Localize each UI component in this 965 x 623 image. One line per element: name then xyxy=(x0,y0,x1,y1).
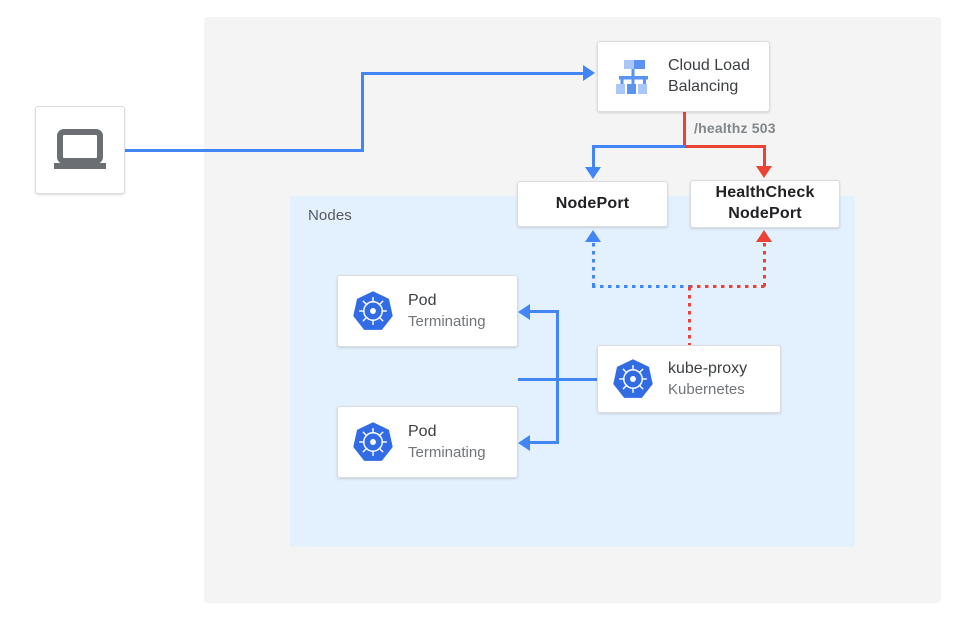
lb-subtitle: Balancing xyxy=(668,77,739,95)
nodeport-node[interactable]: NodePort xyxy=(517,181,668,227)
edge-client-to-lb-segment-v xyxy=(361,73,364,152)
laptop-icon xyxy=(52,128,108,172)
kubernetes-icon xyxy=(352,421,394,463)
edge-lb-to-nodeport-arrowhead xyxy=(585,167,601,179)
pod-2-title: Pod xyxy=(408,423,437,441)
kube-proxy-label: kube-proxy Kubernetes xyxy=(668,359,747,399)
edge-client-to-lb-segment-h2 xyxy=(361,72,583,75)
nodes-panel-label: Nodes xyxy=(308,207,352,224)
pod-2-status: Terminating xyxy=(408,443,486,461)
edge-kubeproxy-to-pod1-h xyxy=(530,310,559,313)
lb-title: Cloud Load xyxy=(668,57,750,75)
edge-client-to-lb-segment-h1 xyxy=(125,149,364,152)
pod-2-label: Pod Terminating xyxy=(408,422,486,462)
edge-kubeproxy-to-healthcheck-arrowhead xyxy=(756,230,772,242)
healthcheck-nodeport-label: HealthCheck NodePort xyxy=(691,183,839,225)
cloud-load-balancing-label: Cloud Load Balancing xyxy=(668,56,750,97)
kube-proxy-title: kube-proxy xyxy=(668,360,748,378)
edge-lb-split-left xyxy=(592,145,685,148)
pod-node-1[interactable]: Pod Terminating xyxy=(337,275,518,347)
healthcheck-line2: NodePort xyxy=(728,205,802,222)
kubernetes-icon xyxy=(352,290,394,332)
edge-kubeproxy-to-healthcheck-dotted-v xyxy=(763,243,766,287)
pod-node-2[interactable]: Pod Terminating xyxy=(337,406,518,478)
cloud-load-balancing-node[interactable]: Cloud Load Balancing xyxy=(597,41,770,112)
edge-kubeproxy-to-nodeport-arrowhead xyxy=(585,230,601,242)
edge-lb-trunk-vertical xyxy=(683,112,686,147)
edge-lb-to-nodeport-vertical xyxy=(592,145,595,169)
pod-1-status: Terminating xyxy=(408,312,486,330)
edge-kubeproxy-to-nodeport-dotted-v xyxy=(592,243,595,287)
edge-kubeproxy-to-nodeport-dotted-h xyxy=(592,285,691,288)
edge-kubeproxy-to-pod2-arrowhead xyxy=(518,435,530,451)
edge-kubeproxy-to-healthcheck-dotted-h xyxy=(689,285,765,288)
client-device-node[interactable] xyxy=(35,106,125,194)
edge-kubeproxy-dotted-stem xyxy=(688,287,691,345)
edge-client-to-lb-arrowhead xyxy=(583,65,595,81)
kubernetes-icon xyxy=(612,358,654,400)
edge-lb-to-healthcheck-vertical xyxy=(763,145,766,168)
edge-kubeproxy-to-pod2-h xyxy=(530,441,559,444)
healthcheck-nodeport-node[interactable]: HealthCheck NodePort xyxy=(690,180,840,228)
edge-label-healthz: /healthz 503 xyxy=(694,120,776,136)
edge-kubeproxy-to-pod1-arrowhead xyxy=(518,304,530,320)
edge-kubeproxy-bracket-vertical xyxy=(556,310,559,444)
cloud-load-balancing-icon xyxy=(612,57,654,97)
nodeport-label: NodePort xyxy=(555,194,630,212)
kube-proxy-node[interactable]: kube-proxy Kubernetes xyxy=(597,345,781,413)
pod-1-title: Pod xyxy=(408,292,437,310)
kube-proxy-subtitle: Kubernetes xyxy=(668,380,745,398)
pod-1-label: Pod Terminating xyxy=(408,291,486,331)
edge-lb-split-right xyxy=(683,145,765,148)
healthcheck-line1: HealthCheck xyxy=(715,184,815,202)
edge-lb-to-healthcheck-arrowhead xyxy=(756,166,772,178)
